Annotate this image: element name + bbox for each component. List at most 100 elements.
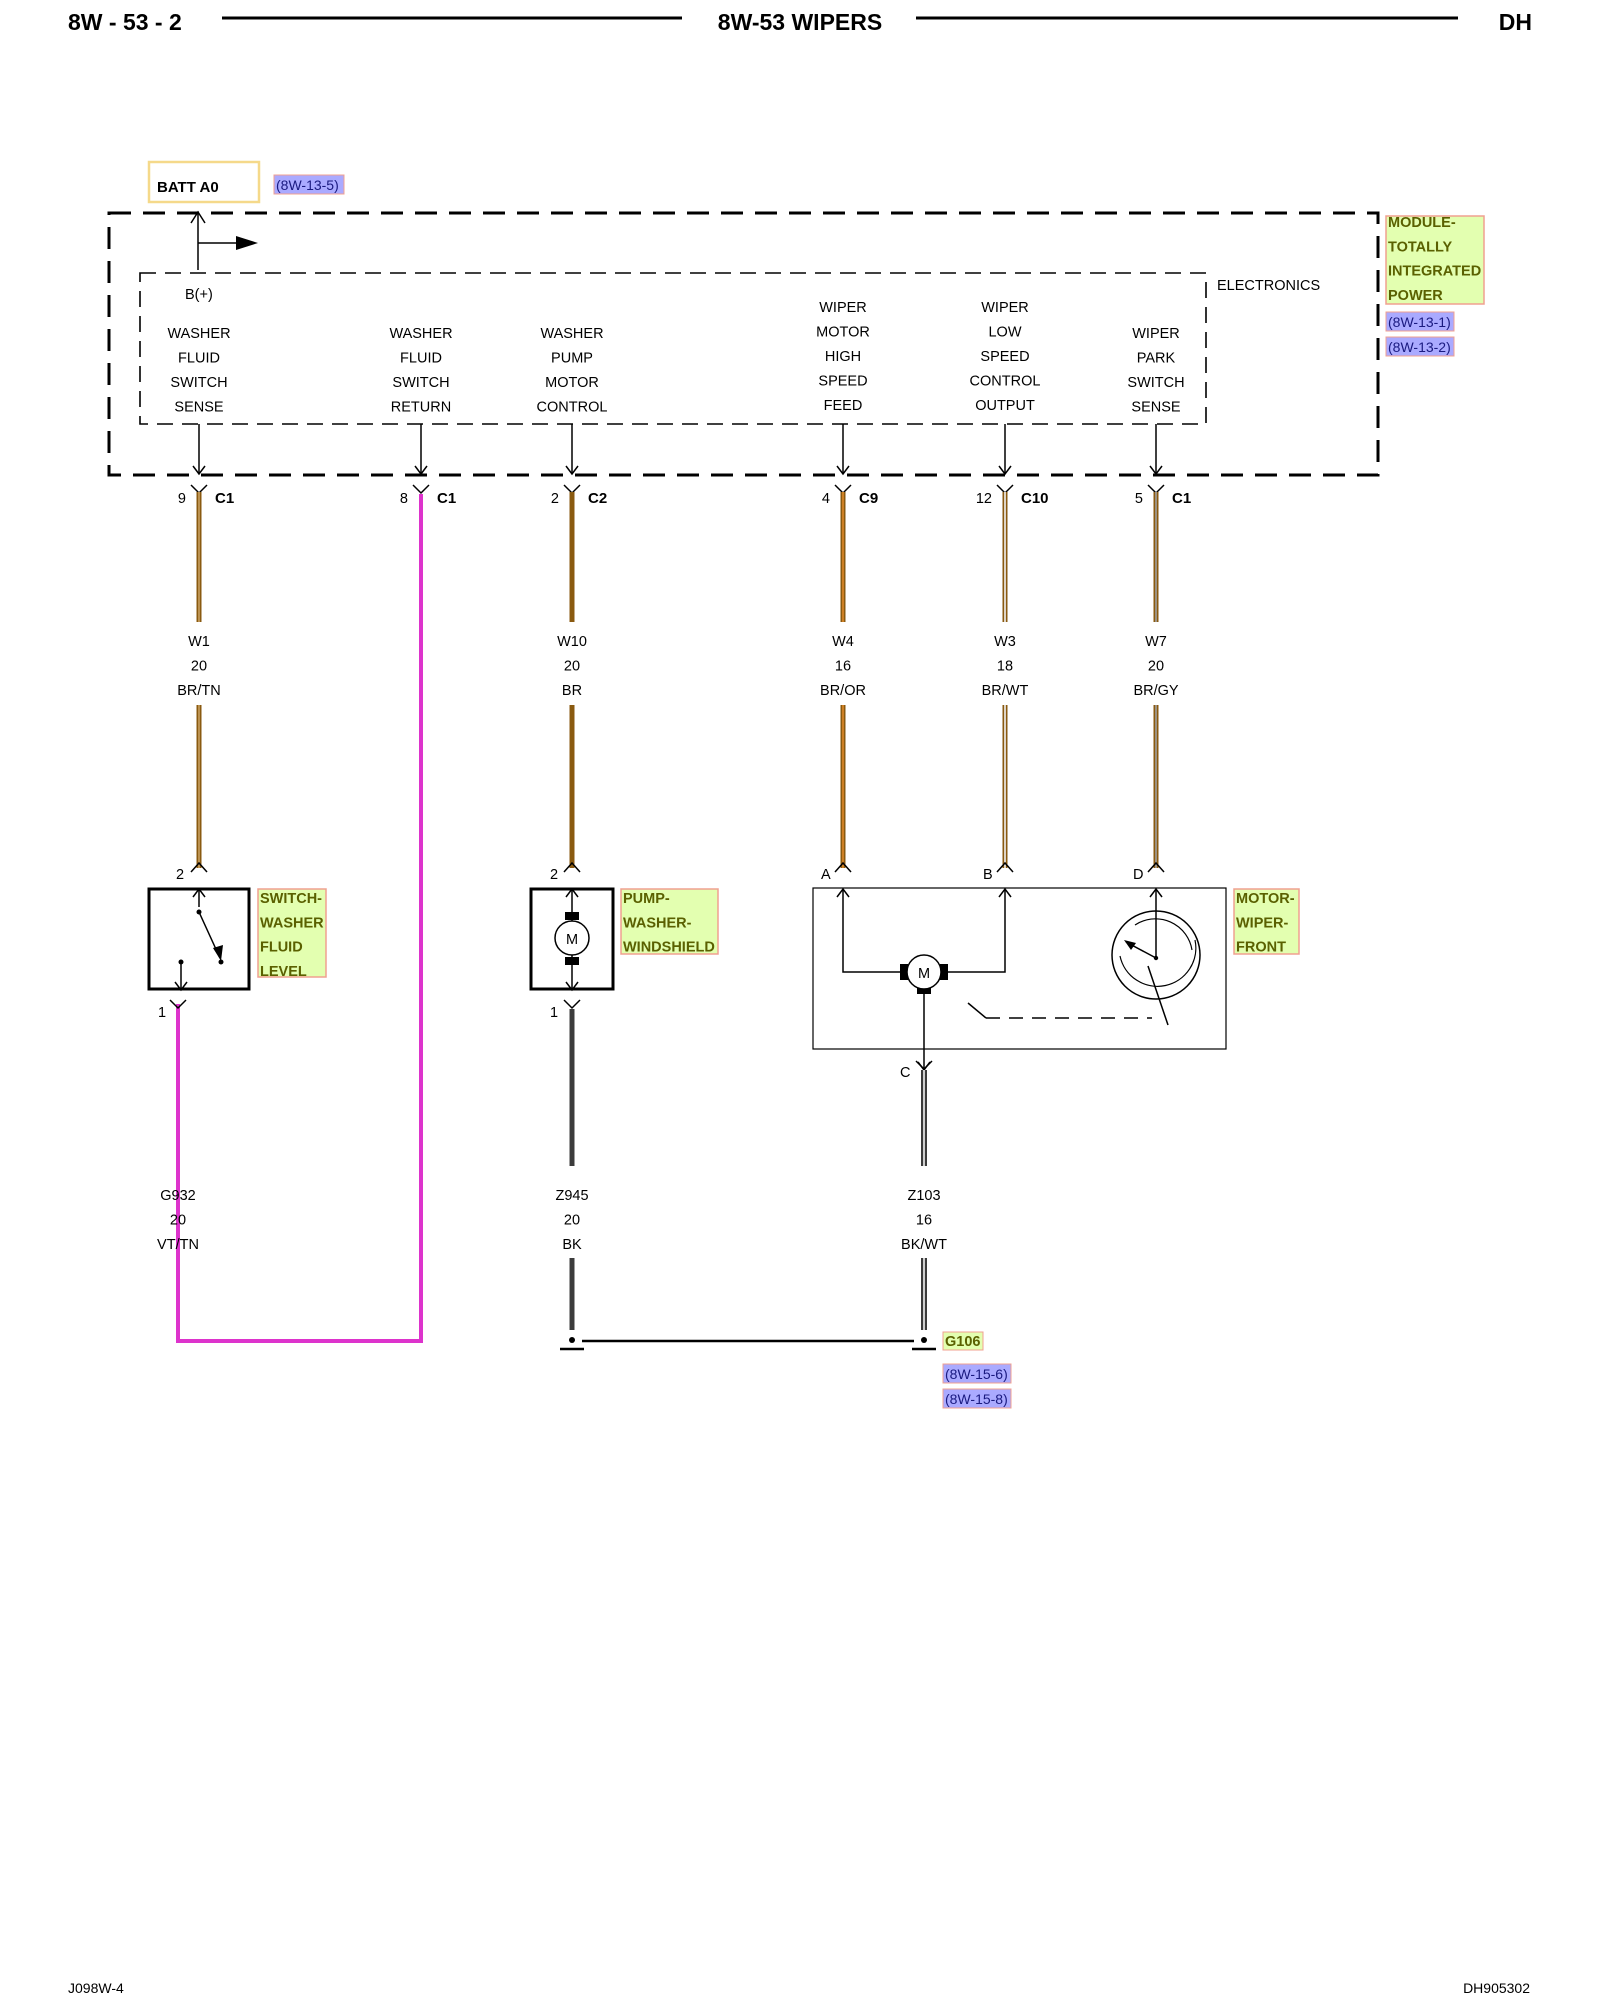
module-connector-symbol <box>190 484 208 495</box>
ground-xref-1-box <box>942 1363 1012 1384</box>
module-xref-1[interactable]: (8W-13-1) <box>1388 314 1451 330</box>
module-connector-id: C1 <box>1172 490 1191 507</box>
wiper-pin-d: D <box>1133 867 1143 883</box>
module-connector-symbol <box>563 484 581 495</box>
wire-label-color: BR/WT <box>982 683 1029 699</box>
module-function-label: WIPER <box>981 300 1029 316</box>
module-pin-number: 4 <box>822 491 830 507</box>
module-function-label: FLUID <box>178 351 220 367</box>
wire-label-gauge: 20 <box>1148 659 1164 675</box>
wiper-pin-a: A <box>821 867 831 883</box>
tag-line: TOTALLY <box>1388 239 1453 255</box>
wire-label-gauge: 20 <box>564 1213 580 1229</box>
module-connector-symbol <box>834 484 852 495</box>
wire-label-gauge: 20 <box>191 659 207 675</box>
module-tag-box <box>1385 215 1485 305</box>
electronics-outline <box>139 272 1207 425</box>
module-pin-arrow <box>414 465 428 476</box>
module-function-label: WASHER <box>389 326 452 342</box>
batt-xref[interactable]: (8W-13-5) <box>276 177 339 193</box>
tag-line: FLUID <box>260 940 303 956</box>
wire-labels-top: W120BR/TNW1020BRW416BR/ORW318BR/WTW720BR… <box>177 634 1179 699</box>
module-pin-arrow <box>1149 465 1163 476</box>
module-pin-number: 2 <box>551 491 559 507</box>
module-function-label: SWITCH <box>170 375 227 391</box>
tag-line: WASHER- <box>623 915 692 931</box>
module-connector-id: C1 <box>215 490 234 507</box>
tag-line: SWITCH- <box>260 891 322 907</box>
wire-label-color: BR <box>562 683 582 699</box>
module-function-label: FLUID <box>400 351 442 367</box>
batt-label-box <box>147 160 261 204</box>
wire-return-violet <box>176 494 423 1343</box>
module-function-label: WIPER <box>819 300 867 316</box>
bplus-branch-arrow <box>236 236 258 250</box>
tag-line: MOTOR- <box>1236 891 1295 907</box>
module-function-label: MOTOR <box>816 325 870 341</box>
module-function-label: CONTROL <box>537 400 608 416</box>
module-functions: WASHER FLUID SWITCH SENSE WASHER FLUID SWITCH R… <box>167 300 1184 416</box>
module-function-label: WASHER <box>167 326 230 342</box>
module-xref-2[interactable]: (8W-13-2) <box>1388 339 1451 355</box>
switch-name-tag: SWITCH- WASHER FLUID LEVEL <box>260 891 324 980</box>
module-function-label: LOW <box>988 325 1021 341</box>
wire-label-color: BR/OR <box>820 683 866 699</box>
module-function-label: MOTOR <box>545 375 599 391</box>
motor-wiper-front[interactable] <box>812 861 1227 1072</box>
module-pin-number: 5 <box>1135 491 1143 507</box>
module-connector-id: C10 <box>1021 490 1049 507</box>
module-xref-2-box <box>1385 336 1455 357</box>
batt-label: BATT A0 <box>157 179 219 196</box>
wire-label-circuit: W1 <box>188 634 210 650</box>
module-function-label: PUMP <box>551 351 593 367</box>
wiper-name-tag: MOTOR- WIPER- FRONT <box>1236 891 1295 956</box>
switch-pin-top: 2 <box>176 867 184 883</box>
tag-line: LEVEL <box>260 964 307 980</box>
module-function-label: FEED <box>824 398 863 414</box>
ground-xref-2[interactable]: (8W-15-8) <box>945 1391 1008 1407</box>
tag-line: WIPER- <box>1236 915 1289 931</box>
wire-label-color: BK/WT <box>901 1237 947 1253</box>
module-function-label: RETURN <box>391 400 451 416</box>
module-pin-arrow <box>998 465 1012 476</box>
module-function-label: SENSE <box>1131 400 1180 416</box>
module-function-label: PARK <box>1137 351 1176 367</box>
pump-pin-bottom: 1 <box>550 1005 558 1021</box>
tag-line: MODULE- <box>1388 215 1456 231</box>
ground-g106 <box>560 1337 936 1351</box>
page-title: 8W-53 WIPERS <box>718 9 882 35</box>
page-number: 8W - 53 - 2 <box>68 9 182 35</box>
wiper-pin-c: C <box>900 1065 910 1081</box>
ground-xref-1[interactable]: (8W-15-6) <box>945 1366 1008 1382</box>
bplus-label: B(+) <box>185 287 213 303</box>
wire-label-circuit: Z945 <box>555 1188 588 1204</box>
module-function-label: WASHER <box>540 326 603 342</box>
ground-xref-2-box <box>942 1388 1012 1409</box>
module-xref-1-box <box>1385 311 1455 332</box>
tag-line: POWER <box>1388 288 1443 304</box>
switch-tag-box <box>257 888 327 978</box>
module-pin-arrow <box>565 465 579 476</box>
bplus-feed-arrow <box>190 210 206 224</box>
batt-xref-box <box>273 174 345 195</box>
module-function-label: SWITCH <box>1127 375 1184 391</box>
tag-line: WASHER <box>260 915 324 931</box>
module-connector-symbol <box>412 484 430 495</box>
module-pin-number: 12 <box>976 491 992 507</box>
tag-line: FRONT <box>1236 940 1286 956</box>
module-function-label: SPEED <box>818 374 867 390</box>
switch-washer-fluid-level[interactable] <box>147 861 251 1010</box>
pump-motor-symbol: M <box>566 932 578 948</box>
ground-tag-box <box>942 1331 984 1351</box>
module-pin-arrow <box>836 465 850 476</box>
pump-washer-windshield[interactable] <box>529 861 615 1010</box>
wiper-motor-symbol: M <box>918 966 930 982</box>
wiper-pin-b: B <box>983 867 993 883</box>
module-connector-symbol <box>996 484 1014 495</box>
module-function-label: CONTROL <box>970 374 1041 390</box>
pump-tag-box <box>620 888 719 955</box>
ground-label: G106 <box>945 1334 980 1350</box>
